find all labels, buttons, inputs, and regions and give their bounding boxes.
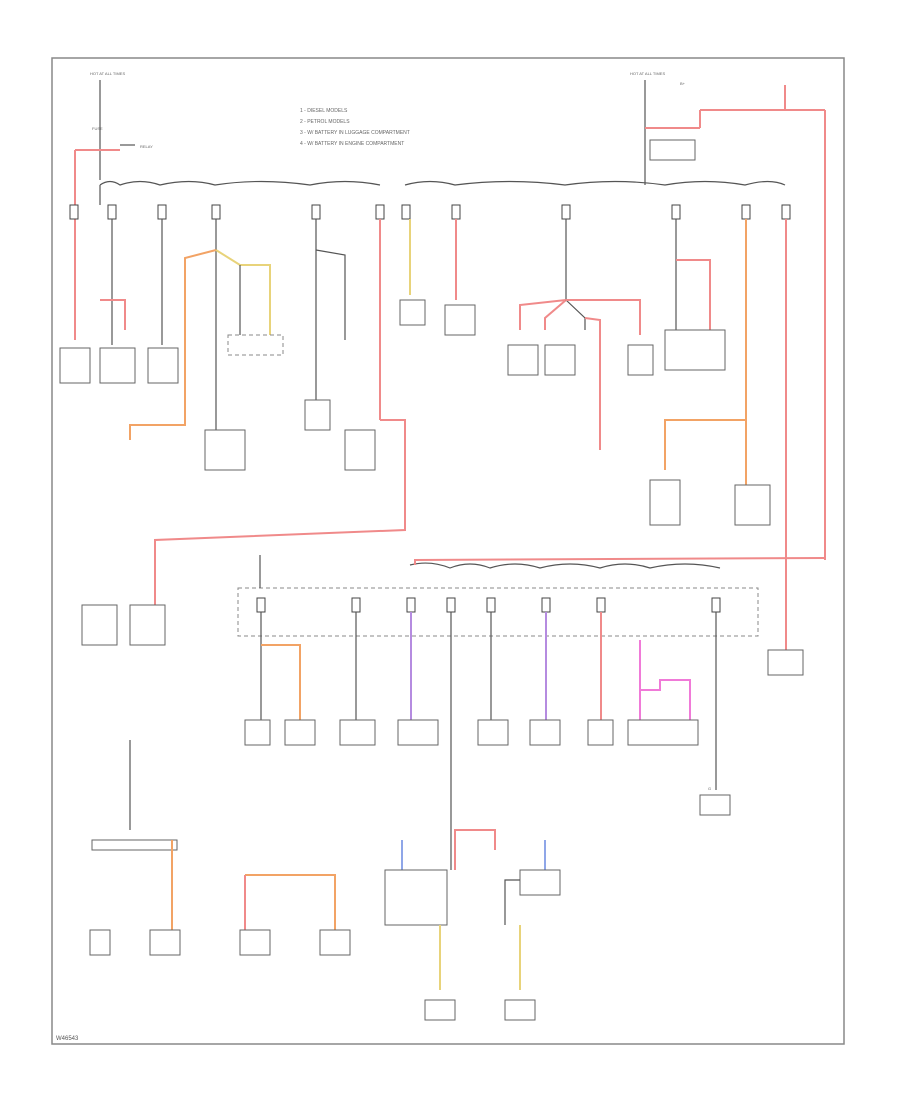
lower-left-components — [89, 740, 351, 956]
fuse-8 — [451, 204, 461, 220]
component-box — [649, 479, 681, 526]
fuse-11 — [741, 204, 751, 220]
ground-right: G — [699, 786, 731, 816]
legend-item-3: 3 - W/ BATTERY IN LUGGAGE COMPARTMENT — [300, 130, 410, 136]
fuse-row-top — [69, 204, 791, 220]
lower-center-components — [384, 829, 561, 1021]
svg-text:FUSE: FUSE — [92, 126, 103, 131]
legend-item-2: 2 - PETROL MODELS — [300, 119, 350, 125]
component-box — [664, 329, 726, 371]
power-source-top-left: HOT AT ALL TIMES FUSE RELAY — [74, 71, 153, 340]
middle-components — [81, 604, 804, 746]
component-box — [99, 347, 136, 384]
fuse-1 — [69, 204, 79, 220]
fuse-3 — [157, 204, 167, 220]
fuse-10 — [671, 204, 681, 220]
component-box — [627, 344, 654, 376]
power-source-top-right: HOT AT ALL TIMES B+ — [630, 71, 826, 560]
component-box — [304, 399, 331, 431]
component-box — [59, 347, 91, 384]
svg-text:HOT AT ALL TIMES: HOT AT ALL TIMES — [630, 71, 665, 76]
fuse-7 — [401, 204, 411, 220]
svg-text:RELAY: RELAY — [140, 144, 153, 149]
legend-item-4: 4 - W/ BATTERY IN ENGINE COMPARTMENT — [300, 141, 404, 147]
component-dashed-box — [227, 334, 284, 356]
diagram-frame — [51, 57, 845, 1045]
middle-fuse-box — [237, 587, 759, 637]
component-box — [147, 347, 179, 384]
label-hot-left: HOT AT ALL TIMES — [90, 71, 125, 76]
component-box — [734, 484, 771, 526]
fuse-5 — [311, 204, 321, 220]
fuse-12 — [781, 204, 791, 220]
feed-red-middle — [414, 557, 826, 565]
component-box — [544, 344, 576, 376]
legend: 1 - DIESEL MODELS 2 - PETROL MODELS 3 - … — [300, 108, 410, 147]
diagram-code: W46543 — [56, 1036, 79, 1042]
svg-text:B+: B+ — [680, 81, 686, 86]
top-branches — [99, 185, 787, 650]
component-box — [444, 304, 476, 336]
component-box — [507, 344, 539, 376]
fuse-4 — [211, 204, 221, 220]
svg-text:G: G — [708, 786, 711, 791]
top-components — [59, 299, 771, 526]
fuse-9 — [561, 204, 571, 220]
bus-top-left — [99, 180, 381, 186]
middle-branches — [260, 612, 717, 870]
fuse-6 — [375, 204, 385, 220]
bus-top-right — [404, 180, 786, 186]
legend-item-1: 1 - DIESEL MODELS — [300, 108, 348, 114]
bus-middle — [409, 562, 721, 569]
fuse-row-middle — [256, 597, 721, 613]
component-box — [399, 299, 426, 326]
component-box — [384, 869, 448, 926]
component-box — [204, 429, 246, 471]
component-box — [344, 429, 376, 471]
fuse-2 — [107, 204, 117, 220]
